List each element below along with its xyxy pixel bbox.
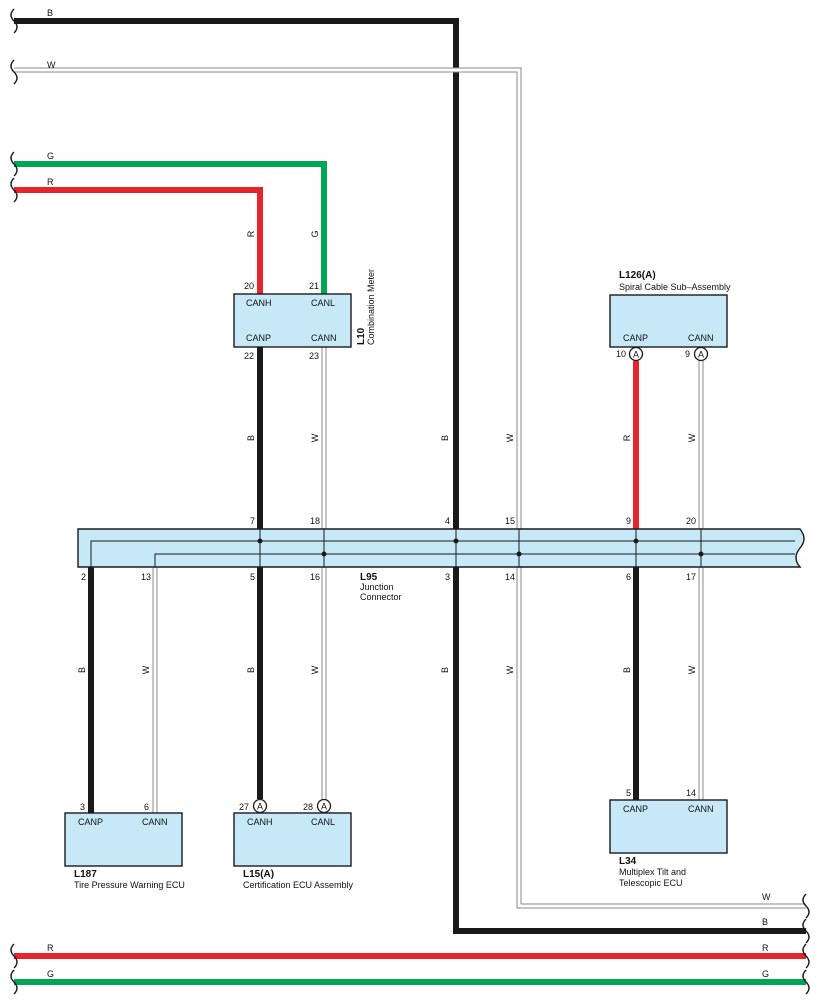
wire-label-bottom-g-right: G: [762, 969, 769, 979]
l34-name-line2: Telescopic ECU: [619, 878, 683, 888]
wire-label-trunk-w: W: [505, 433, 515, 442]
l126-pin-canp: 10: [616, 349, 626, 359]
l95-name-line2: Connector: [360, 592, 402, 602]
wire-w-main: [14, 67, 806, 909]
wire-label-lower-trunk-b: B: [440, 667, 450, 673]
wire-label-top-g: G: [47, 151, 54, 161]
l95-bottom-pin-14: 14: [505, 572, 515, 582]
l10-name: Combination Meter: [366, 269, 376, 345]
wire-label-bottom-g-left: G: [47, 969, 54, 979]
wire-label-l34-cann: W: [687, 665, 697, 674]
wire-label-bottom-r-left: R: [47, 943, 54, 953]
l34-label-canp: CANP: [623, 804, 648, 814]
wire-label-meter-g: G: [310, 230, 320, 237]
l126-name: Spiral Cable Sub–Assembly: [619, 282, 731, 292]
l15-name: Certification ECU Assembly: [243, 880, 354, 890]
wire-label-spiral-cann: W: [687, 433, 697, 442]
l95-bottom-pin-3: 3: [445, 572, 450, 582]
wire-label-l10-canp: B: [246, 435, 256, 441]
l95-name-line1: Junction: [360, 582, 394, 592]
connector-l34-box: [609, 799, 728, 854]
l95-top-pin-18: 18: [310, 516, 320, 526]
wire-label-top-r: R: [47, 177, 54, 187]
l126-label-cann: CANN: [688, 333, 714, 343]
break-marks-left: [10, 8, 18, 995]
svg-text:A: A: [257, 802, 263, 812]
connector-l126-box: [609, 294, 728, 348]
svg-text:A: A: [633, 350, 639, 360]
wire-label-l10-cann: W: [310, 433, 320, 442]
l15-label-canh: CANH: [247, 817, 273, 827]
junction-connector-l95: [77, 528, 805, 568]
l95-bottom-pin-17: 17: [686, 572, 696, 582]
l10-pin-canp: 22: [244, 351, 254, 361]
l10-pin-cann: 23: [309, 351, 319, 361]
l187-label-cann: CANN: [142, 817, 168, 827]
l95-bottom-pin-13: 13: [141, 572, 151, 582]
l34-name-line1: Multiplex Tilt and: [619, 867, 686, 877]
l10-id: L10: [356, 327, 367, 345]
wire-label-top-w: W: [47, 60, 56, 70]
l10-pin-canl: 21: [309, 281, 319, 291]
wire-label-right-b: B: [762, 917, 768, 927]
l95-id: L95: [360, 572, 378, 583]
wire-r-meter: [14, 187, 263, 294]
connector-l15-box: [233, 812, 352, 867]
svg-text:A: A: [321, 802, 327, 812]
l187-pin-canp: 3: [80, 802, 85, 812]
wire-label-top-b: B: [47, 8, 53, 18]
l187-id: L187: [74, 869, 97, 880]
svg-text:A: A: [698, 350, 704, 360]
l10-label-canl: CANL: [311, 298, 335, 308]
l95-bottom-pin-16: 16: [310, 572, 320, 582]
l15-pin-canl: 28: [303, 802, 313, 812]
l34-pin-canp: 5: [626, 788, 631, 798]
l34-pin-cann: 14: [686, 788, 696, 798]
break-marks-right: [802, 893, 810, 995]
l95-top-pin-7: 7: [250, 516, 255, 526]
l126-pin-cann: 9: [685, 349, 690, 359]
l187-pin-cann: 6: [144, 802, 149, 812]
wire-b-main: [14, 18, 806, 934]
wire-label-l187-canp: B: [77, 667, 87, 673]
l95-bottom-pin-5: 5: [250, 572, 255, 582]
l15-pin-canh: 27: [239, 802, 249, 812]
l95-bottom-pin-6: 6: [626, 572, 631, 582]
pin-marker-l126-9: A: [693, 346, 709, 362]
l187-name: Tire Pressure Warning ECU: [74, 880, 185, 890]
pin-marker-l15-27: A: [252, 798, 268, 814]
l126-id: L126(A): [619, 270, 656, 281]
l187-label-canp: CANP: [78, 817, 103, 827]
l10-label-cann: CANN: [311, 333, 337, 343]
l10-pin-canh: 20: [244, 281, 254, 291]
wire-label-bottom-r-right: R: [762, 943, 769, 953]
wire-label-l15-canl: W: [310, 665, 320, 674]
pin-marker-l15-28: A: [316, 798, 332, 814]
l15-label-canl: CANL: [311, 817, 335, 827]
wire-label-trunk-b: B: [440, 435, 450, 441]
l34-id: L34: [619, 856, 637, 867]
l10-label-canp: CANP: [246, 333, 271, 343]
l15-id: L15(A): [243, 869, 274, 880]
l126-label-canp: CANP: [623, 333, 648, 343]
l95-bottom-pin-2: 2: [81, 572, 86, 582]
pin-marker-l126-10: A: [628, 346, 644, 362]
wire-label-meter-r: R: [246, 230, 256, 237]
connector-l187-box: [64, 812, 183, 867]
l34-label-cann: CANN: [688, 804, 714, 814]
connector-l10-box: [233, 293, 352, 348]
wire-label-lower-trunk-w: W: [505, 665, 515, 674]
l95-top-pin-9: 9: [626, 516, 631, 526]
wire-label-right-w: W: [762, 892, 771, 902]
l10-label-canh: CANH: [246, 298, 272, 308]
l95-top-pin-4: 4: [445, 516, 450, 526]
wire-label-l187-cann: W: [141, 665, 151, 674]
l95-top-pin-15: 15: [505, 516, 515, 526]
wire-label-spiral-canp: R: [622, 434, 632, 441]
wire-label-l34-canp: B: [622, 667, 632, 673]
wire-label-l15-canh: B: [246, 667, 256, 673]
wire-g-meter: [14, 161, 327, 294]
l95-top-pin-20: 20: [686, 516, 696, 526]
